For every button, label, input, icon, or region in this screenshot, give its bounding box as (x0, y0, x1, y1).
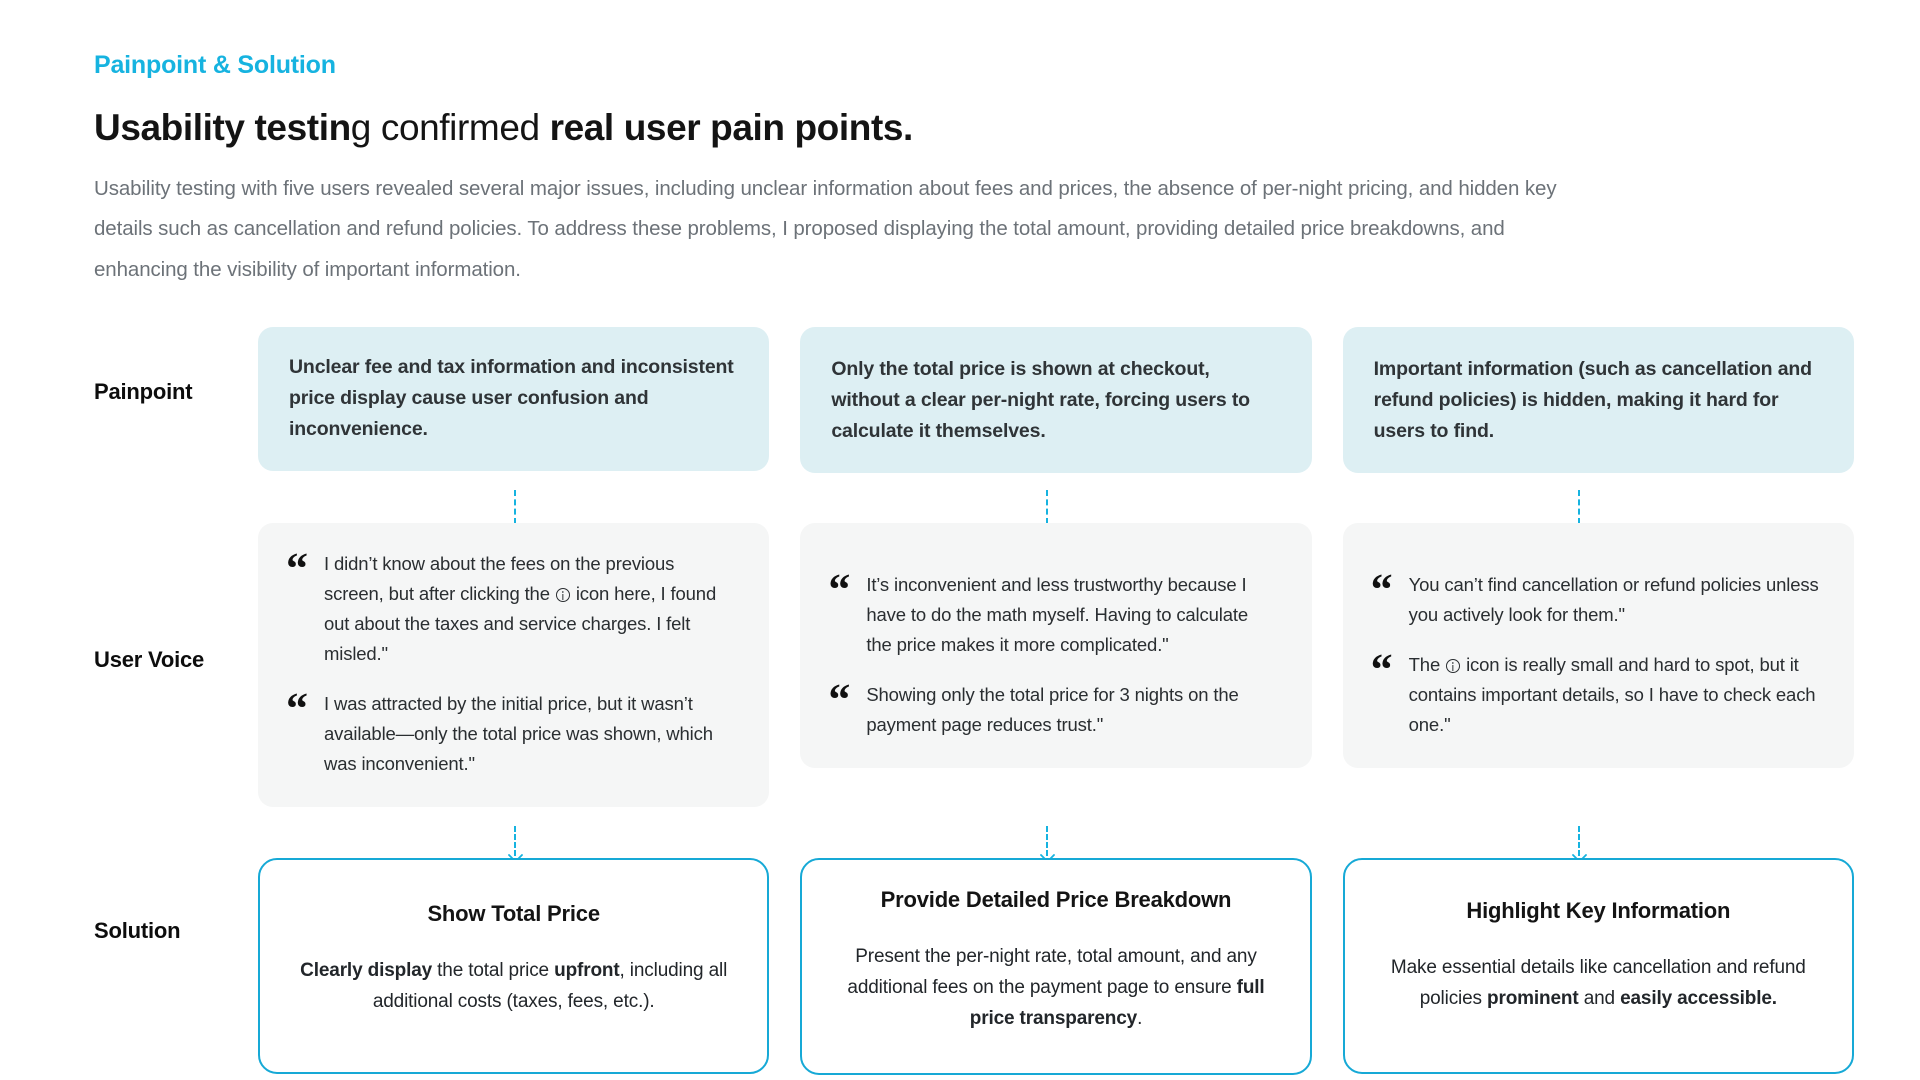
painpoint-text: Unclear fee and tax information and inco… (289, 356, 734, 440)
quote-text: It’s inconvenient and less trustworthy b… (866, 574, 1248, 655)
quote-text: I was attracted by the initial price, bu… (324, 692, 713, 774)
connector-dashed-2b (1046, 826, 1048, 856)
solution-body: Clearly display the total price upfront,… (294, 956, 733, 1018)
quote-mark-icon: “ (1370, 565, 1393, 614)
uservoice-card[interactable]: “ It’s inconvenient and less trustworthy… (800, 523, 1312, 768)
quote-item: “ I was attracted by the initial price, … (286, 683, 735, 779)
quote-item: “ Showing only the total price for 3 nig… (828, 674, 1277, 740)
uservoice-card[interactable]: “ You can’t find cancellation or refund … (1342, 523, 1854, 768)
solution-body-strong-1: Clearly display (300, 959, 433, 981)
solution-row: Solution Show Total Price Clearly displa… (94, 858, 1854, 1078)
solution-body-strong-1: prominent (1487, 987, 1579, 1009)
intro-paragraph: Usability testing with five users reveal… (94, 176, 1557, 281)
connector-dashed-2a (1046, 490, 1048, 524)
painpoint-text: Important information (such as cancellat… (1373, 358, 1812, 442)
row-label-painpoint: Painpoint (94, 379, 193, 404)
header: Painpoint & Solution Usability testing c… (94, 51, 1774, 290)
solution-body-seg: and (1578, 987, 1621, 1009)
solution-body-seg: Present the per-night rate, total amount… (847, 945, 1257, 998)
painpoint-column-1: Unclear fee and tax information and inco… (258, 327, 770, 473)
solution-column-3: Highlight Key Information Make essential… (1342, 858, 1854, 1075)
connector-dashed-3b (1578, 826, 1580, 856)
quote-item: “ I didn’t know about the fees on the pr… (286, 544, 735, 669)
quote-text: You can’t find cancellation or refund po… (1408, 574, 1819, 625)
solution-body-seg: the total price (432, 959, 555, 981)
connector-dashed-3a (1578, 490, 1580, 524)
headline-bold-2: real user pain points. (549, 106, 914, 148)
info-circle-icon (1446, 658, 1461, 673)
painpoint-solution-grid: Painpoint Unclear fee and tax informatio… (94, 327, 1854, 1078)
quote-text-before: I didn’t know about the fees on the prev… (324, 553, 675, 604)
painpoint-card[interactable]: Important information (such as cancellat… (1342, 327, 1854, 474)
solution-title: Show Total Price (427, 901, 600, 926)
painpoint-text: Only the total price is shown at checkou… (831, 358, 1250, 442)
painpoint-column-2: Only the total price is shown at checkou… (800, 327, 1312, 474)
row-label-solution: Solution (94, 918, 181, 943)
page-title: Usability testing confirmed real user pa… (94, 105, 1774, 151)
painpoint-column-3: Important information (such as cancellat… (1342, 327, 1854, 474)
solution-body-seg: Make essential details like cancellation… (1390, 956, 1806, 1009)
headline-regular: g confirmed (350, 106, 550, 148)
quote-item: “ It’s inconvenient and less trustworthy… (828, 565, 1277, 660)
solution-body-seg: , including all additional costs (taxes,… (372, 959, 728, 1012)
uservoice-column-2: “ It’s inconvenient and less trustworthy… (800, 523, 1312, 807)
info-circle-icon (555, 587, 570, 602)
uservoice-column-1: “ I didn’t know about the fees on the pr… (258, 523, 770, 807)
quote-item: “ The icon is really small and hard to s… (1370, 644, 1820, 740)
solution-column-1: Show Total Price Clearly display the tot… (258, 858, 770, 1075)
uservoice-card[interactable]: “ I didn’t know about the fees on the pr… (258, 523, 770, 807)
quote-mark-icon: “ (1370, 644, 1393, 694)
quote-text-after: icon is really small and hard to spot, b… (1408, 653, 1816, 735)
solution-body: Make essential details like cancellation… (1379, 953, 1818, 1015)
section-eyebrow: Painpoint & Solution (94, 51, 336, 79)
solution-card[interactable]: Show Total Price Clearly display the tot… (258, 858, 770, 1074)
painpoint-card[interactable]: Only the total price is shown at checkou… (800, 327, 1312, 474)
solution-title: Highlight Key Information (1466, 898, 1731, 923)
quote-mark-icon: “ (286, 683, 308, 733)
quote-text: Showing only the total price for 3 night… (866, 683, 1239, 735)
solution-card[interactable]: Provide Detailed Price Breakdown Present… (800, 858, 1312, 1075)
painpoint-row: Painpoint Unclear fee and tax informatio… (94, 327, 1854, 493)
quote-mark-icon: “ (286, 544, 308, 593)
uservoice-column-3: “ You can’t find cancellation or refund … (1342, 523, 1854, 807)
headline-bold-1: Usability testin (94, 106, 351, 148)
solution-body-strong-2: easily accessible. (1620, 987, 1777, 1009)
solution-card[interactable]: Highlight Key Information Make essential… (1342, 858, 1854, 1074)
painpoint-card[interactable]: Unclear fee and tax information and inco… (258, 327, 770, 472)
quote-mark-icon: “ (828, 674, 850, 724)
quote-mark-icon: “ (828, 565, 850, 614)
uservoice-row: User Voice “ I didn’t know about the fee… (94, 523, 1854, 823)
quote-text: The icon is really small and hard to spo… (1409, 650, 1820, 740)
row-label-uservoice: User Voice (94, 647, 205, 672)
quote-item: “ You can’t find cancellation or refund … (1370, 565, 1820, 630)
solution-body-strong-2: upfront (554, 959, 620, 981)
connector-dashed-1b (514, 826, 516, 856)
solution-title: Provide Detailed Price Breakdown (880, 887, 1232, 912)
quote-text: I didn’t know about the fees on the prev… (324, 549, 735, 669)
solution-body-seg: . (1137, 1007, 1143, 1029)
solution-body: Present the per-night rate, total amount… (836, 942, 1275, 1035)
quote-text-after: icon here, I found out about the taxes a… (324, 582, 717, 664)
solution-column-2: Provide Detailed Price Breakdown Present… (800, 858, 1312, 1075)
quote-text-before: The (1408, 653, 1446, 675)
connector-dashed-1a (514, 490, 516, 524)
solution-body-strong-1: full price transparency (969, 976, 1265, 1029)
